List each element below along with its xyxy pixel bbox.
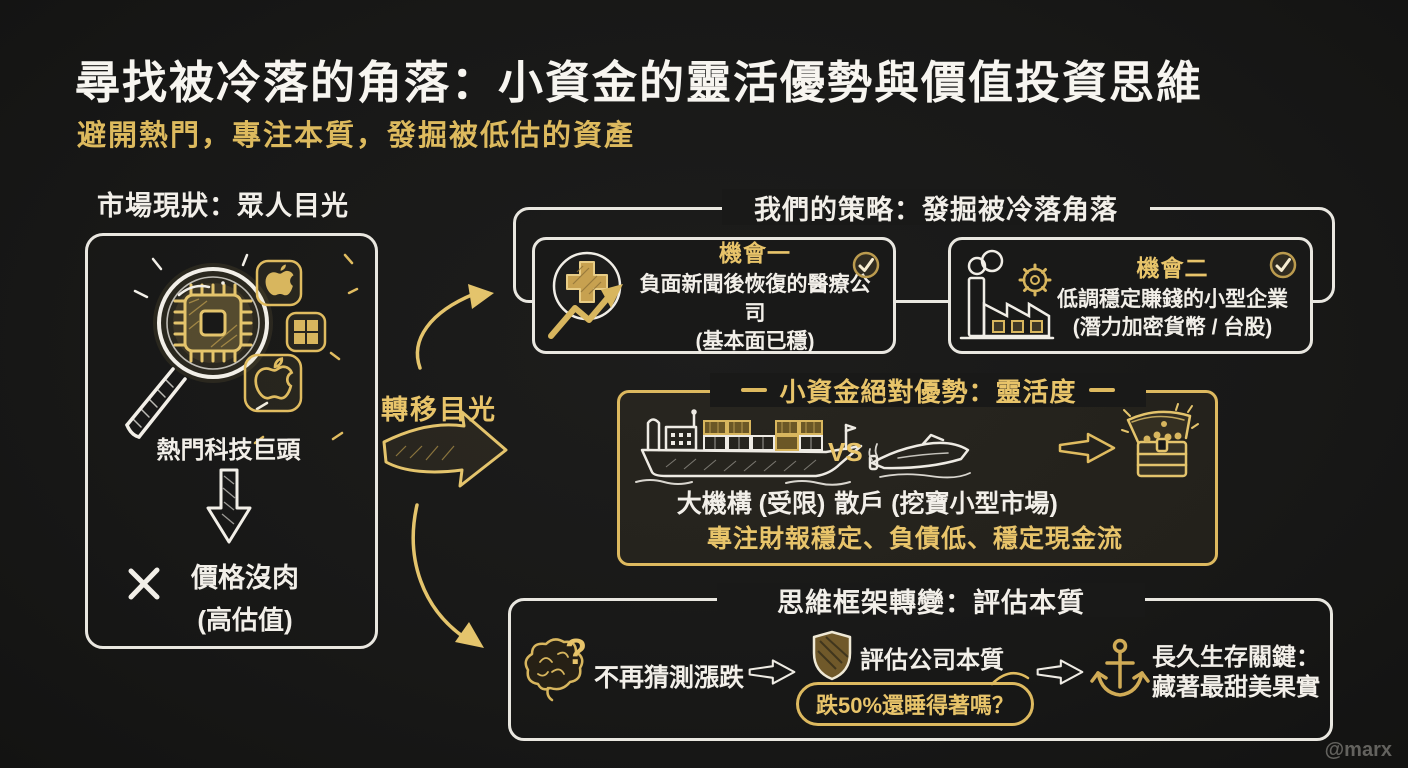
advantage-box — [617, 390, 1218, 566]
treasure-chest-icon — [1121, 403, 1199, 478]
magnifier-chip-icon — [125, 253, 359, 445]
opportunity-2-title: 機會二 — [1136, 254, 1209, 281]
cargo-ship-icon — [635, 409, 863, 486]
vs-label: VS — [828, 437, 863, 467]
factory-icon — [959, 249, 1055, 339]
apple-icon — [255, 259, 303, 307]
strategy-header-text: 我們的策略：發掘被冷落角落 — [754, 194, 1118, 225]
opportunity-card-1: 機會一 負面新聞後恢復的醫療公司 (基本面已穩) — [532, 237, 896, 354]
opportunity-card-2-text: 機會二 低調穩定賺錢的小型企業 (潛力加密貨幣 / 台股) — [1055, 249, 1310, 343]
curved-arrow-up-icon — [415, 292, 476, 370]
magnifier-handle — [125, 367, 187, 439]
shield-icon — [812, 630, 852, 681]
market-box — [85, 233, 378, 649]
shift-label: 轉移目光 — [381, 395, 497, 425]
sleep-question-text: 跌50%還睡得著嗎？ — [815, 693, 1015, 718]
chip-icon — [173, 283, 253, 363]
magnifier-lens — [157, 267, 269, 379]
arrowhead-up — [468, 284, 494, 309]
mindset-step3-label: 長久生存關鍵： 藏著最甜美果實 — [1152, 643, 1337, 703]
market-section-header: 市場現狀：眾人目光 — [97, 191, 349, 221]
block-arrow-right-icon — [382, 410, 508, 488]
anchor-icon — [1090, 638, 1150, 697]
strategy-section-header: 我們的策略：發掘被冷落角落 — [722, 189, 1150, 225]
opportunity-1-line1: 負面新聞後恢復的醫療公司 — [639, 273, 871, 325]
windows-icon — [285, 311, 327, 353]
speedboat-icon — [868, 433, 971, 479]
advantage-header-text: 小資金絕對優勢：靈活度 — [779, 376, 1077, 407]
watermark: @marx — [1324, 739, 1392, 761]
header-dash-right — [1088, 388, 1115, 392]
sparkle-lines — [133, 253, 269, 411]
arrow-right-white-icon — [748, 659, 796, 685]
mindset-step3-line2: 藏著最甜美果實 — [1152, 674, 1320, 701]
opportunity-1-line2: (基本面已穩) — [695, 330, 815, 354]
market-result-line1: 價格沒肉 — [191, 563, 299, 593]
mindset-header-text: 思維框架轉變：評估本質 — [777, 587, 1085, 618]
opportunity-2-line1: 低調穩定賺錢的小型企業 — [1057, 287, 1288, 311]
shift-arrows — [382, 284, 508, 648]
big-institution-label: 大機構 (受限) — [676, 490, 826, 518]
bubble-tail-squiggle — [990, 671, 1030, 686]
mindset-step1-label: 不再猜測漲跌 — [594, 664, 745, 692]
curved-arrow-down-icon — [411, 503, 470, 642]
arrow-right-white-icon — [1036, 659, 1084, 685]
opportunity-2-line2: (潛力加密貨幣 / 台股) — [1072, 316, 1273, 339]
hot-tech-label: 熱門科技巨頭 — [156, 437, 301, 464]
cross-x-icon — [128, 567, 160, 600]
page-title: 尋找被冷落的角落：小資金的靈活優勢與價值投資思維 — [75, 57, 1204, 108]
market-result: 價格沒肉 (高估值) — [170, 556, 320, 637]
mindset-step3-line1: 長久生存關鍵： — [1152, 644, 1320, 671]
brain-icon: ? — [524, 631, 587, 702]
sleep-question-pill: 跌50%還睡得著嗎？ — [796, 682, 1034, 726]
mindset-step2-label: 評估公司本質 — [860, 647, 1004, 674]
check-icon — [1269, 251, 1297, 279]
medical-recovery-icon — [548, 251, 623, 339]
arrow-right-gold-icon — [1058, 432, 1116, 464]
opportunity-card-2: 機會二 低調穩定賺錢的小型企業 (潛力加密貨幣 / 台股) — [948, 237, 1313, 354]
apple-outline-icon — [243, 353, 303, 413]
header-dash-left — [741, 388, 768, 392]
question-mark-glyph: ? — [565, 631, 587, 672]
check-icon — [852, 251, 880, 279]
retail-investor-label: 散戶 (挖寶小型市場) — [834, 490, 1058, 518]
opportunity-1-title: 機會一 — [719, 240, 791, 267]
advantage-footer: 專注財報穩定、負債低、穩定現金流 — [706, 525, 1123, 553]
down-arrow-icon — [206, 468, 252, 544]
arrowhead-down — [455, 622, 484, 648]
gear-icon — [1018, 263, 1052, 296]
advantage-section-header: 小資金絕對優勢：靈活度 — [710, 373, 1146, 407]
page-subtitle: 避開熱門，專注本質，發掘被低估的資產 — [77, 120, 636, 152]
opportunity-card-1-text: 機會一 負面新聞後恢復的醫療公司 (基本面已穩) — [637, 234, 893, 356]
market-result-line2: (高估值) — [197, 605, 293, 635]
mindset-section-header: 思維框架轉變：評估本質 — [717, 583, 1145, 618]
